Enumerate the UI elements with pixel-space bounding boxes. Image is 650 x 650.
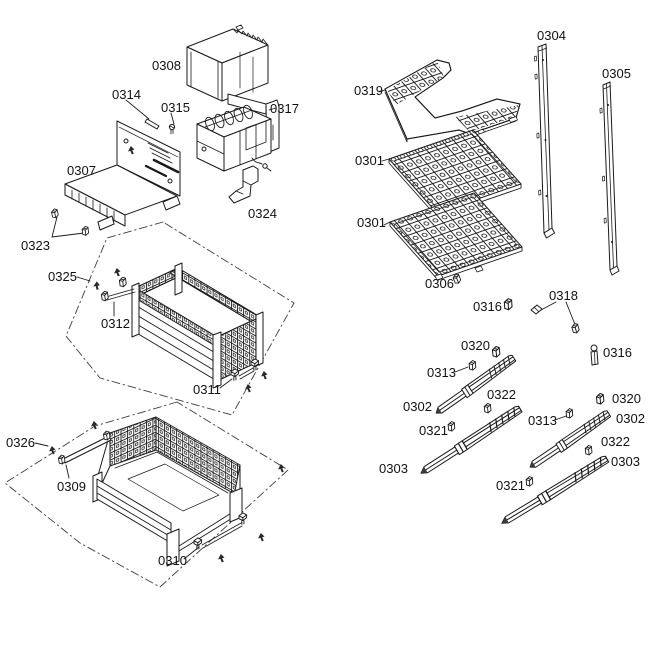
part-label-0311: 0311	[193, 382, 221, 397]
part-label-0312: 0312	[101, 316, 130, 331]
part-0303-rail-left	[415, 404, 526, 477]
part-label-0322-b: 0322	[601, 434, 630, 449]
part-label-0326: 0326	[6, 435, 35, 450]
part-label-0323: 0323	[21, 238, 50, 253]
part-0318-clips	[530, 304, 581, 335]
part-label-0301-b: 0301	[357, 215, 386, 230]
part-0315-screw	[168, 123, 176, 135]
part-0323-clips	[50, 207, 90, 237]
part-label-0317: 0317	[270, 101, 299, 116]
part-0309-bracket	[57, 430, 112, 465]
part-label-0305: 0305	[602, 66, 631, 81]
leader-lines	[34, 89, 577, 560]
part-label-0304: 0304	[537, 28, 566, 43]
part-0307-mounting-bracket	[64, 120, 181, 231]
part-label-0319: 0319	[354, 83, 383, 98]
part-0308-icemaker-cover	[186, 24, 269, 102]
part-label-0313-b: 0313	[528, 413, 557, 428]
part-label-0302-b: 0302	[616, 411, 645, 426]
part-label-0322-a: 0322	[487, 387, 516, 402]
part-label-0301-a: 0301	[355, 153, 384, 168]
part-label-0302-a: 0302	[403, 399, 432, 414]
part-0316-screw-right	[590, 344, 599, 366]
part-0314-pin	[144, 118, 160, 130]
part-label-0315: 0315	[161, 100, 190, 115]
part-label-0313-a: 0313	[427, 365, 456, 380]
part-label-0308: 0308	[152, 58, 181, 73]
part-0312-clips	[100, 276, 136, 302]
part-label-0303-b: 0303	[611, 454, 640, 469]
part-0310-fixings	[193, 512, 248, 550]
part-label-0321-a: 0321	[419, 423, 448, 438]
part-label-0314: 0314	[112, 87, 141, 102]
part-0304-rail	[533, 43, 555, 239]
part-label-0320-a: 0320	[461, 338, 490, 353]
part-label-0303-a: 0303	[379, 461, 408, 476]
part-label-0309: 0309	[57, 479, 86, 494]
part-0317-icemaker-unit	[196, 93, 280, 172]
part-0316-clip-left	[503, 297, 513, 311]
part-label-0307: 0307	[67, 163, 96, 178]
part-0311-drawer-basket	[131, 262, 264, 389]
part-0305-rail	[599, 81, 620, 276]
part-rail-clips	[447, 345, 605, 487]
part-0301-shelf-lower	[389, 192, 523, 281]
part-label-0318: 0318	[549, 288, 578, 303]
part-label-0316-b: 0316	[603, 345, 632, 360]
part-0310-lower-basket	[92, 416, 243, 567]
part-0319-shelf-lshaped	[384, 59, 521, 143]
part-label-0321-b: 0321	[496, 478, 525, 493]
part-label-0316-a: 0316	[473, 299, 502, 314]
part-label-0320-b: 0320	[612, 391, 641, 406]
part-label-0306: 0306	[425, 276, 454, 291]
part-label-0310: 0310	[158, 553, 187, 568]
part-label-0324: 0324	[248, 206, 277, 221]
part-0311-fixings	[230, 358, 260, 381]
part-label-0325: 0325	[48, 269, 77, 284]
part-0324-corner-bracket	[228, 165, 259, 204]
group-outline-0325	[65, 221, 295, 416]
